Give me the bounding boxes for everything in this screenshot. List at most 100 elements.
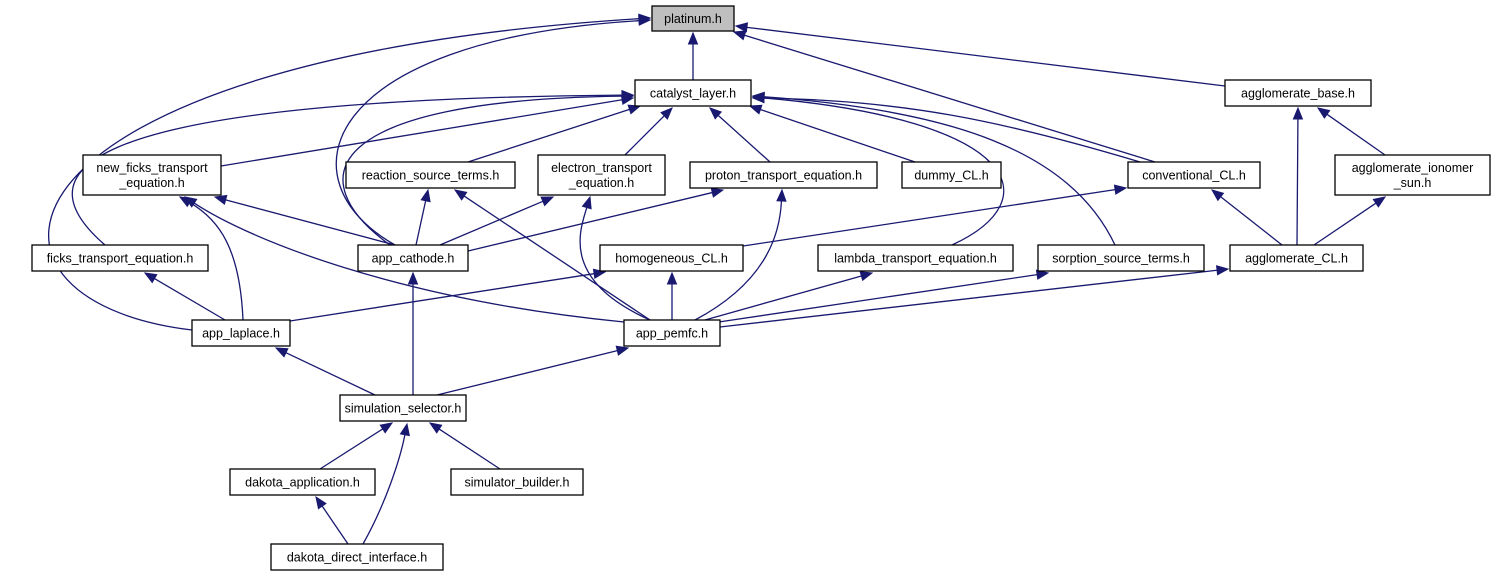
node-app-laplace[interactable]: app_laplace.h bbox=[191, 319, 291, 347]
arrowhead-icon bbox=[274, 347, 289, 358]
node-box[interactable] bbox=[345, 161, 516, 189]
node-box[interactable] bbox=[450, 468, 584, 496]
arrowhead-icon bbox=[399, 422, 410, 437]
node-lambda-transport[interactable]: lambda_transport_equation.h bbox=[817, 244, 1014, 272]
node-app-cathode[interactable]: app_cathode.h bbox=[357, 244, 469, 272]
edge-line bbox=[711, 273, 1038, 324]
edge-agglomerate-cl-to-agglomerate-base bbox=[1292, 106, 1304, 246]
node-label: new_ficks_transport bbox=[96, 161, 208, 175]
edge-dummy-cl-to-catalyst-layer bbox=[748, 104, 916, 163]
arrowhead-icon bbox=[732, 30, 747, 41]
node-sorption-source[interactable]: sorption_source_terms.h bbox=[1037, 244, 1205, 272]
edge-line bbox=[48, 18, 640, 331]
arrowhead-icon bbox=[666, 271, 678, 285]
node-box[interactable] bbox=[191, 319, 291, 347]
edge-line bbox=[154, 278, 226, 321]
edge-reaction-source-to-catalyst-layer bbox=[467, 104, 642, 163]
node-box[interactable] bbox=[817, 244, 1014, 272]
node-box[interactable] bbox=[339, 394, 467, 422]
arrowhead-icon bbox=[1372, 196, 1387, 208]
arrowhead-icon bbox=[709, 107, 723, 120]
node-catalyst-layer[interactable]: catalyst_layer.h bbox=[634, 79, 752, 107]
edge-catalyst-layer-to-platinum bbox=[687, 31, 699, 80]
edge-simulation-selector-to-app-laplace bbox=[274, 347, 376, 396]
node-agglomerate-cl[interactable]: agglomerate_CL.h bbox=[1229, 244, 1364, 272]
node-box[interactable] bbox=[634, 79, 752, 107]
node-label: agglomerate_base.h bbox=[1241, 87, 1355, 101]
arrowhead-icon bbox=[213, 194, 228, 206]
edge-line bbox=[719, 269, 1218, 328]
node-dummy-cl[interactable]: dummy_CL.h bbox=[901, 161, 1002, 189]
node-label: dakota_direct_interface.h bbox=[287, 551, 427, 565]
node-box[interactable] bbox=[82, 154, 222, 196]
node-agglomerate-ionomer[interactable]: agglomerate_ionomer_sun.h bbox=[1334, 154, 1491, 196]
node-agglomerate-base[interactable]: agglomerate_base.h bbox=[1224, 79, 1372, 107]
node-label: electron_transport bbox=[551, 161, 652, 175]
arrowhead-icon bbox=[428, 422, 443, 434]
node-simulator-builder[interactable]: simulator_builder.h bbox=[450, 468, 584, 496]
node-label: homogeneous_CL.h bbox=[615, 252, 728, 266]
arrowhead-icon bbox=[1210, 189, 1225, 202]
edge-line bbox=[436, 349, 618, 396]
node-conventional-cl[interactable]: conventional_CL.h bbox=[1127, 161, 1261, 189]
edge-app-pemfc-to-reaction-source bbox=[453, 189, 651, 321]
edge-line bbox=[579, 207, 651, 321]
arrowhead-icon bbox=[776, 188, 787, 202]
node-platinum[interactable]: platinum.h bbox=[651, 5, 735, 32]
edge-line bbox=[1313, 202, 1377, 246]
arrowhead-icon bbox=[615, 345, 630, 356]
node-label: ficks_transport_equation.h bbox=[47, 252, 194, 266]
node-box[interactable] bbox=[1224, 79, 1372, 107]
edge-line bbox=[744, 34, 1156, 163]
edge-line bbox=[285, 352, 376, 396]
node-homogeneous-cl[interactable]: homogeneous_CL.h bbox=[599, 244, 744, 272]
arrowhead-icon bbox=[734, 22, 749, 33]
node-dakota-direct[interactable]: dakota_direct_interface.h bbox=[270, 543, 444, 571]
edge-dakota-direct-to-simulation-selector bbox=[362, 422, 410, 545]
edge-app-cathode-to-platinum bbox=[335, 15, 652, 246]
node-reaction-source[interactable]: reaction_source_terms.h bbox=[345, 161, 516, 189]
arrowhead-icon bbox=[1316, 107, 1331, 119]
node-electron-transport[interactable]: electron_transport_equation.h bbox=[537, 154, 666, 196]
edge-app-pemfc-to-proton-transport bbox=[694, 188, 787, 321]
node-box[interactable] bbox=[357, 244, 469, 272]
node-ficks-transport[interactable]: ficks_transport_equation.h bbox=[31, 244, 209, 272]
edge-agglomerate-cl-to-agglomerate-ionomer bbox=[1313, 196, 1387, 246]
node-label: _sun.h bbox=[1393, 176, 1432, 190]
node-box[interactable] bbox=[901, 161, 1002, 189]
edge-agglomerate-cl-to-conventional-cl bbox=[1210, 189, 1283, 246]
node-box[interactable] bbox=[1229, 244, 1364, 272]
node-box[interactable] bbox=[1037, 244, 1205, 272]
node-box[interactable] bbox=[1127, 161, 1261, 189]
arrowhead-icon bbox=[581, 195, 592, 210]
node-box[interactable] bbox=[1334, 154, 1491, 196]
edge-simulation-selector-to-app-cathode bbox=[407, 271, 419, 395]
edge-simulation-selector-to-app-pemfc bbox=[436, 345, 630, 396]
edge-line bbox=[71, 94, 623, 246]
arrowhead-icon bbox=[627, 104, 642, 115]
node-box[interactable] bbox=[599, 244, 744, 272]
node-box[interactable] bbox=[229, 468, 376, 496]
arrowhead-icon bbox=[638, 13, 652, 24]
edge-line bbox=[193, 202, 625, 323]
edge-app-pemfc-to-lambda-transport bbox=[704, 271, 874, 321]
node-box[interactable] bbox=[537, 154, 666, 196]
node-box[interactable] bbox=[623, 319, 721, 347]
node-app-pemfc[interactable]: app_pemfc.h bbox=[623, 319, 721, 347]
node-label: lambda_transport_equation.h bbox=[834, 252, 997, 266]
node-simulation-selector[interactable]: simulation_selector.h bbox=[339, 394, 467, 422]
node-dakota-application[interactable]: dakota_application.h bbox=[229, 468, 376, 496]
edge-line bbox=[220, 99, 623, 167]
node-box[interactable] bbox=[689, 161, 878, 189]
node-proton-transport[interactable]: proton_transport_equation.h bbox=[689, 161, 878, 189]
node-box[interactable] bbox=[270, 543, 444, 571]
node-label: app_cathode.h bbox=[372, 252, 455, 266]
edge-electron-transport-to-catalyst-layer bbox=[624, 107, 673, 156]
node-box[interactable] bbox=[651, 5, 735, 32]
node-new-ficks[interactable]: new_ficks_transport_equation.h bbox=[82, 154, 222, 196]
node-label: _equation.h bbox=[118, 176, 184, 190]
node-box[interactable] bbox=[31, 244, 209, 272]
arrowhead-icon bbox=[379, 422, 394, 434]
edge-proton-transport-to-catalyst-layer bbox=[709, 107, 771, 163]
edge-app-cathode-to-new-ficks bbox=[213, 194, 396, 246]
